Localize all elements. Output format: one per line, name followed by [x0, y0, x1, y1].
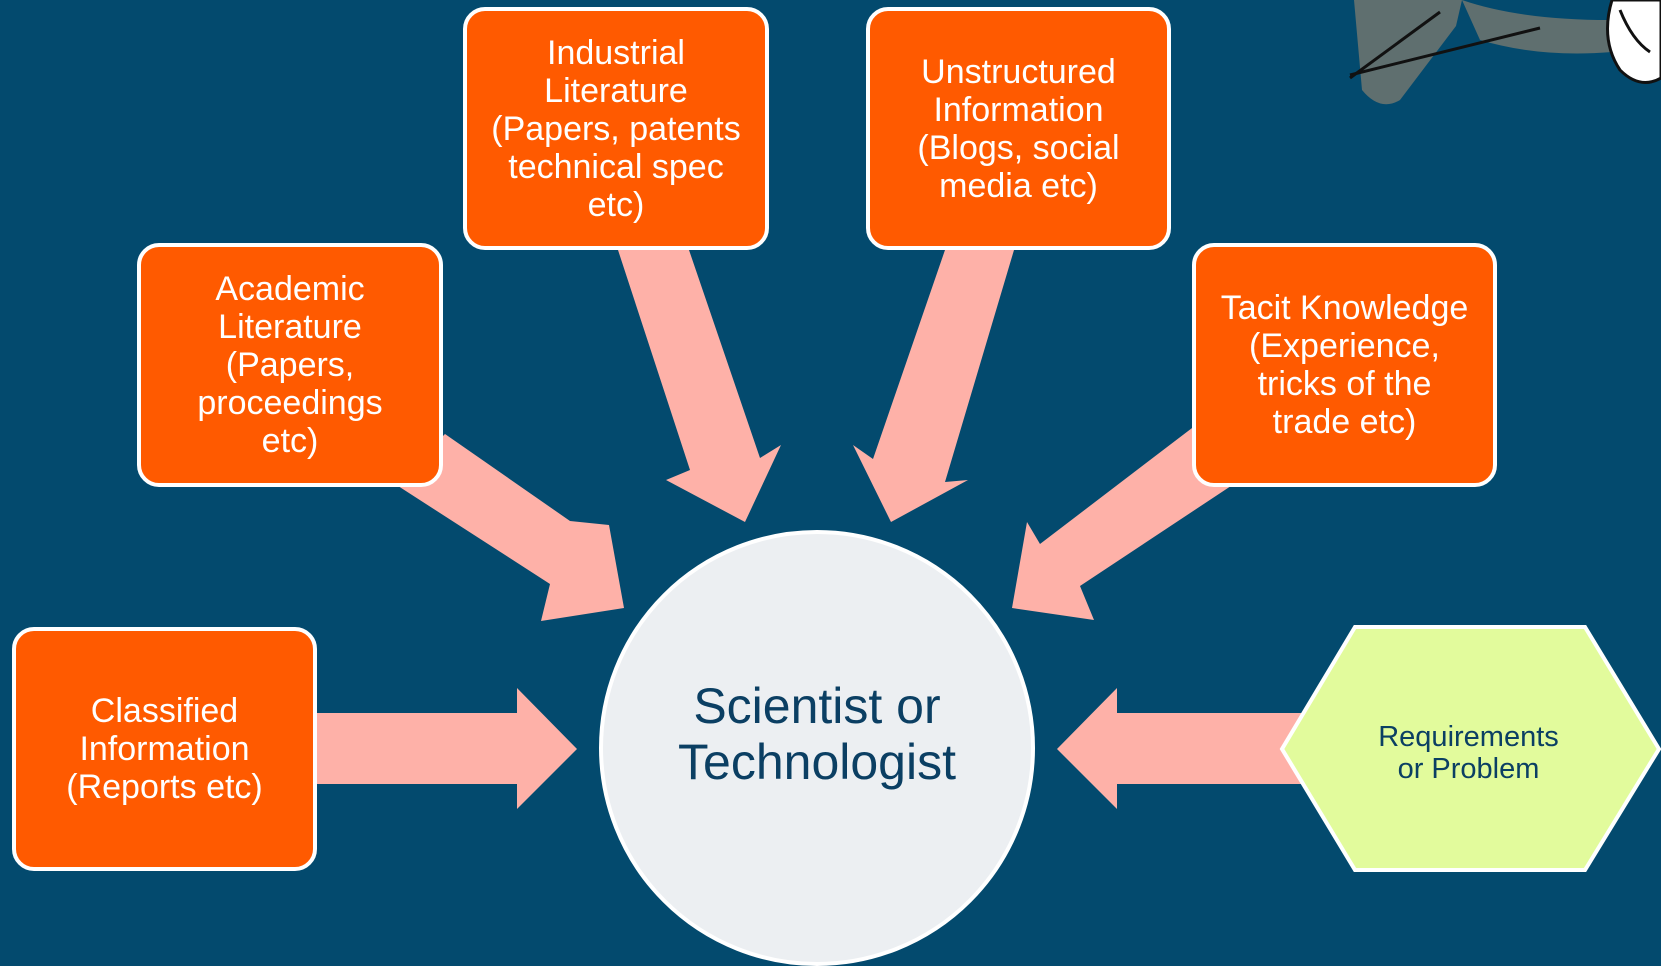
requirement-hexagon — [1279, 625, 1661, 872]
corner-figure-icon — [1330, 0, 1661, 105]
arrow-requirement — [1057, 688, 1320, 809]
arrow-tacit — [1012, 425, 1240, 620]
source-label-unstructured: Unstructured Information (Blogs, social … — [917, 52, 1120, 205]
center-label: Scientist or Technologist — [678, 678, 956, 790]
source-box-academic: Academic Literature (Papers, proceedings… — [137, 243, 443, 487]
source-label-industrial: Industrial Literature (Papers, patents t… — [491, 33, 741, 224]
source-label-tacit: Tacit Knowledge (Experience, tricks of t… — [1220, 289, 1469, 441]
source-box-unstructured: Unstructured Information (Blogs, social … — [866, 7, 1171, 250]
source-box-classified: Classified Information (Reports etc) — [12, 627, 317, 871]
source-label-academic: Academic Literature (Papers, proceedings… — [197, 270, 383, 460]
arrow-unstructured — [853, 250, 1014, 522]
center-node: Scientist or Technologist — [599, 530, 1035, 966]
source-label-classified: Classified Information (Reports etc) — [66, 692, 263, 806]
arrow-classified — [313, 688, 577, 809]
source-box-industrial: Industrial Literature (Papers, patents t… — [463, 7, 769, 250]
arrow-industrial — [618, 250, 781, 522]
source-box-tacit: Tacit Knowledge (Experience, tricks of t… — [1192, 243, 1497, 487]
requirement-label: Requirements or Problem — [1378, 721, 1559, 785]
arrow-academic — [395, 434, 624, 621]
